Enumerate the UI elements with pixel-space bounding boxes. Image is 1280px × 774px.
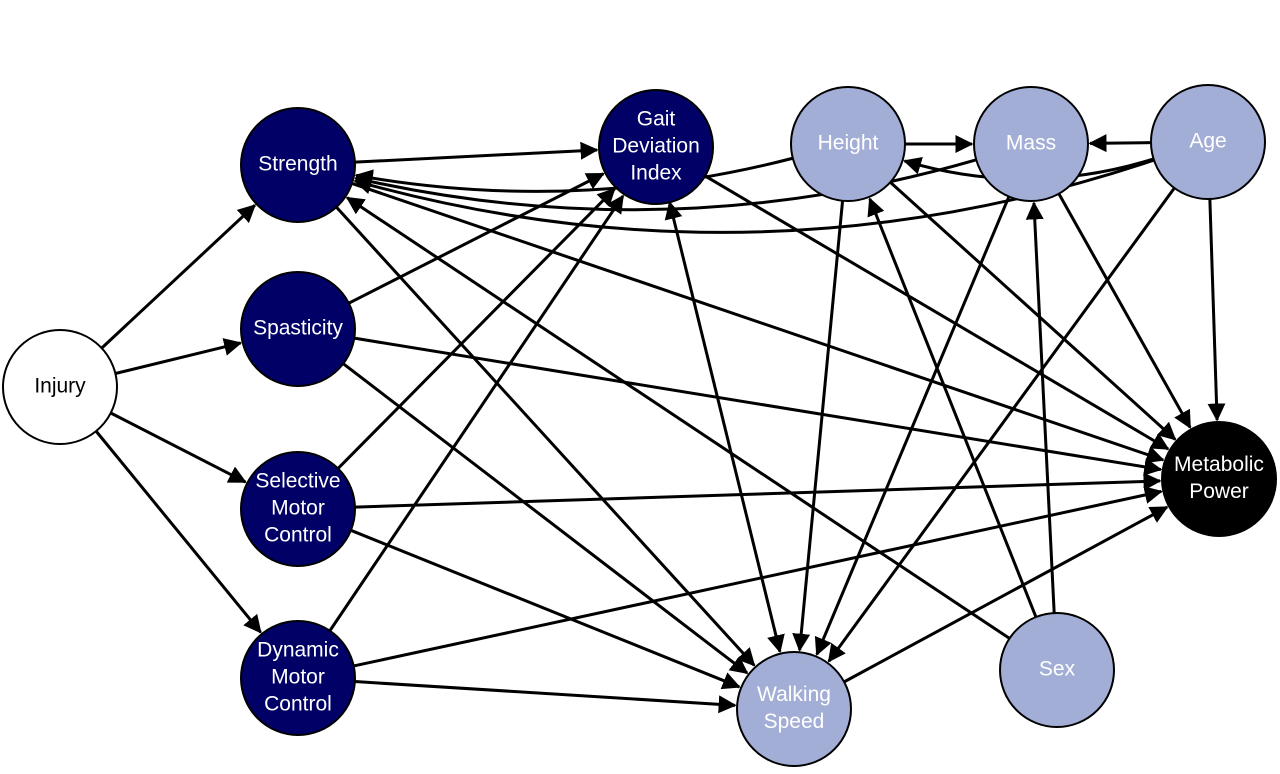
node-dmc-label: Control: [264, 693, 332, 716]
node-height-label: Height: [818, 132, 879, 155]
edge-strength-to-gdi: [354, 141, 599, 164]
edge-dmc-to-speed: [354, 680, 737, 714]
node-speed-label: Walking: [757, 683, 831, 706]
node-spasticity-label: Spasticity: [253, 317, 343, 340]
edge-smc-to-speed: [350, 528, 741, 690]
node-smc-label: Motor: [271, 497, 325, 520]
node-mass-label: Mass: [1006, 132, 1056, 155]
edge-spasticity-to-metab: [354, 336, 1163, 476]
edge-height-to-metab: [889, 181, 1177, 441]
edge-injury-to-spasticity: [115, 338, 243, 375]
edge-spasticity-to-gdi: [348, 172, 605, 305]
node-gdi-label: Deviation: [612, 135, 700, 158]
edge-age-to-mass: [1088, 134, 1152, 153]
edge-smc-to-metab: [354, 472, 1162, 509]
node-metab-circle: [1161, 421, 1277, 537]
node-metab-label: Metabolic: [1174, 453, 1264, 476]
node-height-circle: [790, 86, 906, 202]
node-age-label: Age: [1189, 130, 1226, 153]
node-smc-circle: [240, 451, 356, 567]
node-mass: Mass: [973, 86, 1089, 202]
edge-dmc-to-gdi: [328, 194, 625, 632]
edge-mass-to-speed: [814, 195, 1011, 656]
node-dmc-circle: [240, 620, 356, 736]
edge-speed-to-metab: [843, 505, 1169, 684]
node-strength: Strength: [240, 107, 356, 223]
node-gdi-label: Index: [630, 162, 682, 185]
edge-mass-to-metab: [1057, 192, 1192, 429]
node-metab-label: Power: [1189, 480, 1249, 503]
node-dmc-label: Motor: [271, 666, 325, 689]
node-sex-label: Sex: [1039, 658, 1076, 681]
node-dmc-label: Dynamic: [257, 639, 339, 662]
edge-sex-to-strength: [345, 196, 1011, 640]
node-speed-circle: [736, 651, 852, 767]
edge-age-to-metab: [1207, 198, 1226, 422]
node-age: Age: [1150, 84, 1266, 200]
node-smc-label: Selective: [255, 470, 340, 493]
edge-height-to-strength: [354, 156, 794, 193]
node-mass-circle: [973, 86, 1089, 202]
node-spasticity-circle: [240, 271, 356, 387]
edge-sex-to-mass: [1025, 201, 1056, 614]
edge-smc-to-gdi: [337, 187, 616, 470]
node-gdi-label: Gait: [637, 108, 676, 131]
node-strength-label: Strength: [258, 153, 337, 176]
edge-injury-to-dmc: [94, 430, 262, 634]
node-speed-label: Speed: [764, 710, 825, 733]
edge-injury-to-smc: [110, 411, 247, 484]
node-strength-circle: [240, 107, 356, 223]
edge-layer: [94, 134, 1226, 714]
node-gdi-circle: [598, 89, 714, 205]
node-injury: Injury: [2, 329, 118, 445]
edge-sex-to-height: [867, 197, 1038, 618]
edge-age-to-speed: [827, 187, 1176, 663]
node-layer: InjuryStrengthSpasticitySelectiveMotorCo…: [2, 84, 1277, 767]
edge-gdi-to-speed: [664, 200, 785, 654]
node-sex-circle: [999, 612, 1115, 728]
edge-injury-to-strength: [100, 204, 256, 350]
node-height: Height: [790, 86, 906, 202]
node-injury-label: Injury: [34, 375, 86, 398]
node-age-circle: [1150, 84, 1266, 200]
edge-height-to-speed: [792, 200, 845, 652]
node-sex: Sex: [999, 612, 1115, 728]
edge-strength-to-speed: [335, 206, 756, 667]
node-injury-circle: [2, 329, 118, 445]
node-smc-label: Control: [264, 524, 332, 547]
node-spasticity: Spasticity: [240, 271, 356, 387]
